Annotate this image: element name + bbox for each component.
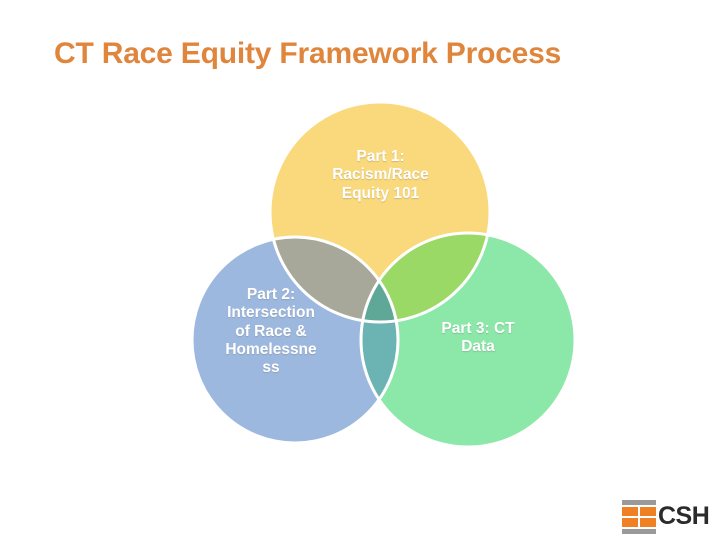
csh-logo-mark-icon	[620, 499, 656, 535]
logo-cell-2	[640, 507, 656, 516]
logo-cell-4	[640, 518, 656, 527]
venn-diagram: Part 1: Racism/Race Equity 101 Part 2: I…	[190, 100, 577, 449]
venn-overlap-part1-part3	[361, 233, 490, 322]
logo-bar-top	[622, 500, 656, 505]
logo-bar-bottom	[622, 529, 656, 534]
csh-wordmark: CSH	[658, 502, 710, 530]
venn-circle-outlines	[190, 100, 577, 449]
logo-square-grid	[622, 507, 656, 527]
csh-logo: CSH	[620, 499, 710, 537]
venn-diagram-svg	[190, 100, 577, 449]
venn-overlap-part1-part2	[270, 237, 398, 322]
logo-cell-1	[622, 507, 638, 516]
logo-cell-3	[622, 518, 638, 527]
page-title: CT Race Equity Framework Process	[54, 37, 562, 70]
